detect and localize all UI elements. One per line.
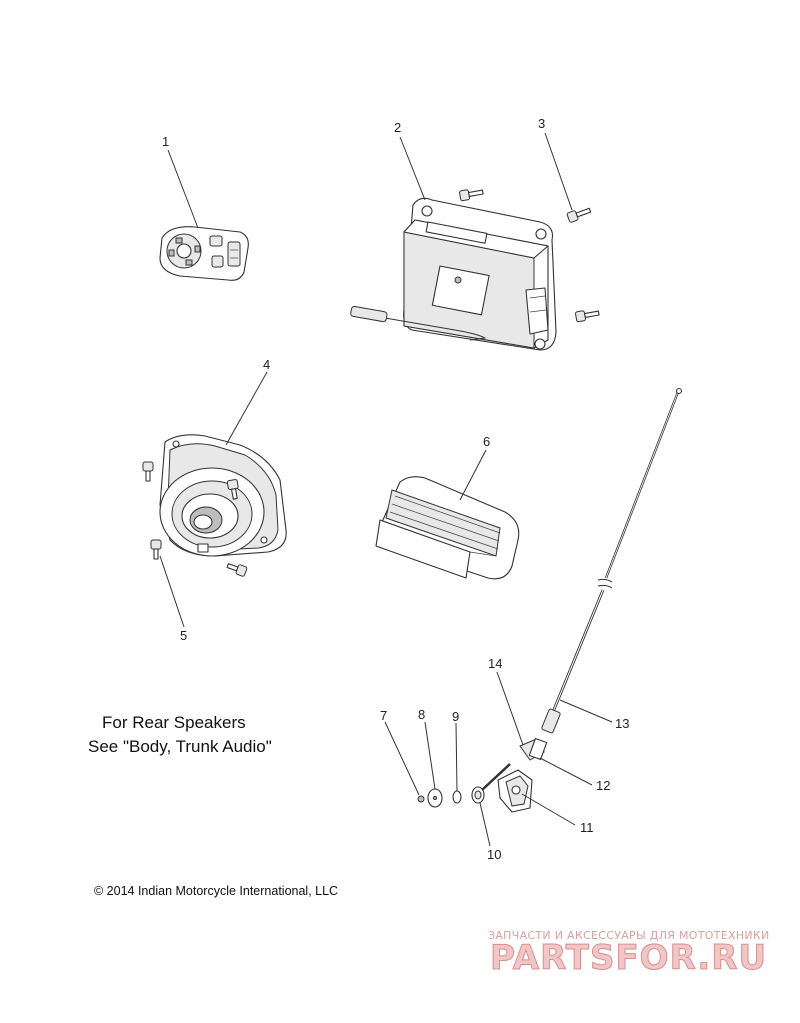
part-14-adapter: [519, 737, 548, 761]
part-1-control-switch: [159, 226, 249, 281]
part-4-speaker: [159, 434, 287, 557]
part-11-mount-bracket: [497, 769, 533, 813]
note-line-2: See "Body, Trunk Audio": [88, 737, 272, 756]
watermark-subtitle: ЗАПЧАСТИ И АКСЕССУАРЫ ДЛЯ МОТОТЕХНИКИ: [488, 929, 770, 942]
callout-13: 13: [615, 716, 629, 731]
callout-4: 4: [263, 357, 270, 372]
part-2-audio-module: [350, 197, 557, 351]
callout-5: 5: [180, 628, 187, 643]
part-3-screws: [459, 189, 600, 323]
watermark-logo: PARTSFOR.RU: [489, 938, 768, 979]
leader-lines: [159, 132, 613, 847]
callout-numbers: 1 2 3 4 5 6 7 8 9 10 11 12 13 14: [162, 116, 629, 862]
callout-6: 6: [483, 434, 490, 449]
callout-9: 9: [452, 709, 459, 724]
rear-speakers-note-ref: See "Body, Trunk Audio": [88, 736, 272, 758]
part-5-speaker-screws: [142, 461, 248, 577]
part-6-grommet: [375, 476, 520, 580]
part-10-antenna-base: [471, 763, 511, 804]
part-13-antenna: [541, 387, 683, 734]
note-line-1: For Rear Speakers: [102, 713, 246, 732]
callout-10: 10: [487, 847, 501, 862]
callout-14: 14: [488, 656, 502, 671]
part-9-washer: [452, 790, 462, 804]
callout-3: 3: [538, 116, 545, 131]
rear-speakers-note: For Rear Speakers: [102, 712, 246, 734]
callout-7: 7: [380, 708, 387, 723]
callout-1: 1: [162, 134, 169, 149]
copyright-text: © 2014 Indian Motorcycle International, …: [94, 884, 339, 898]
callout-12: 12: [596, 778, 610, 793]
part-8-washer: [427, 788, 443, 808]
part-7-nut: [417, 795, 425, 803]
callout-8: 8: [418, 707, 425, 722]
callout-11: 11: [580, 820, 594, 835]
callout-2: 2: [394, 120, 401, 135]
